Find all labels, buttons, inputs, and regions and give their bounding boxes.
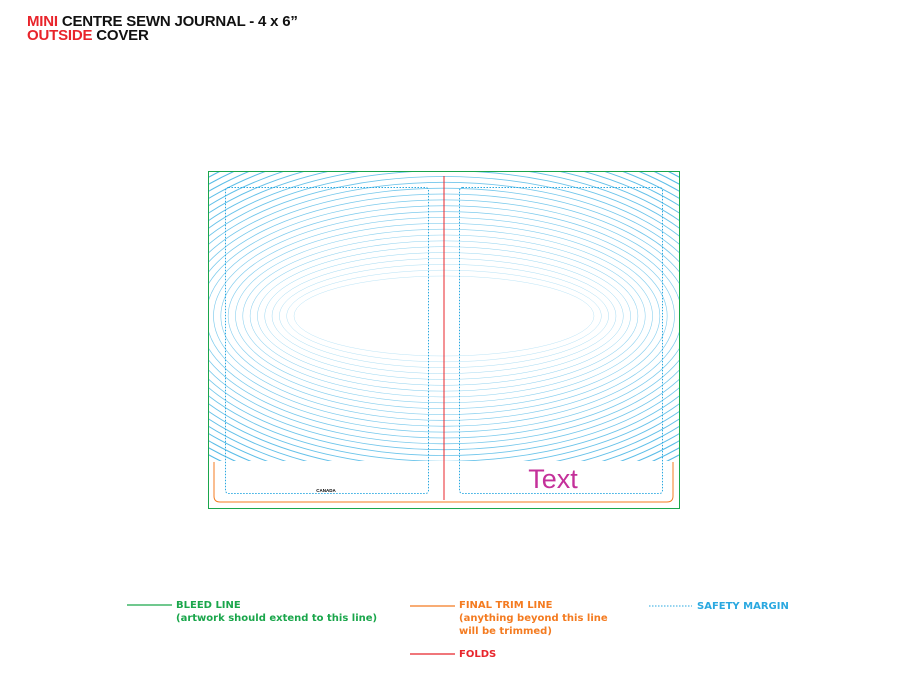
legend-bleed-label: BLEED LINE xyxy=(176,600,241,611)
legend-safety: SAFETY MARGIN xyxy=(697,600,789,613)
legend-trim-note-2: will be trimmed) xyxy=(459,626,552,637)
title-highlight-outside: OUTSIDE xyxy=(27,27,93,44)
title-line-2: OUTSIDE COVER xyxy=(27,27,298,44)
title-journal-name: CENTRE SEWN JOURNAL - 4 x 6” xyxy=(57,13,298,30)
artwork-ring xyxy=(0,36,894,596)
legend-trim-note-1: (anything beyond this line xyxy=(459,613,608,624)
legend-trim: FINAL TRIM LINE (anything beyond this li… xyxy=(459,599,608,638)
legend-folds-label: FOLDS xyxy=(459,649,497,660)
legend-bleed-note: (artwork should extend to this line) xyxy=(176,613,378,624)
title-highlight-mini: MINI xyxy=(27,13,58,30)
safety-margin-back xyxy=(225,187,429,494)
back-cover-label: CANADA xyxy=(316,488,336,493)
trim-line xyxy=(213,462,674,503)
legend-trim-label: FINAL TRIM LINE xyxy=(459,600,553,611)
safety-margin-front xyxy=(459,187,663,494)
artwork-ellipse-pattern xyxy=(0,36,894,596)
legend-folds: FOLDS xyxy=(459,648,496,661)
legend-safety-label: SAFETY MARGIN xyxy=(697,601,789,612)
page-title: MINI CENTRE SEWN JOURNAL - 4 x 6” OUTSID… xyxy=(27,13,298,44)
title-line-1: MINI CENTRE SEWN JOURNAL - 4 x 6” xyxy=(27,13,298,30)
legend-bleed: BLEED LINE (artwork should extend to thi… xyxy=(176,599,377,625)
cover-placeholder-text: Text xyxy=(528,464,578,494)
title-cover: COVER xyxy=(92,27,149,44)
bleed-line xyxy=(208,171,680,509)
